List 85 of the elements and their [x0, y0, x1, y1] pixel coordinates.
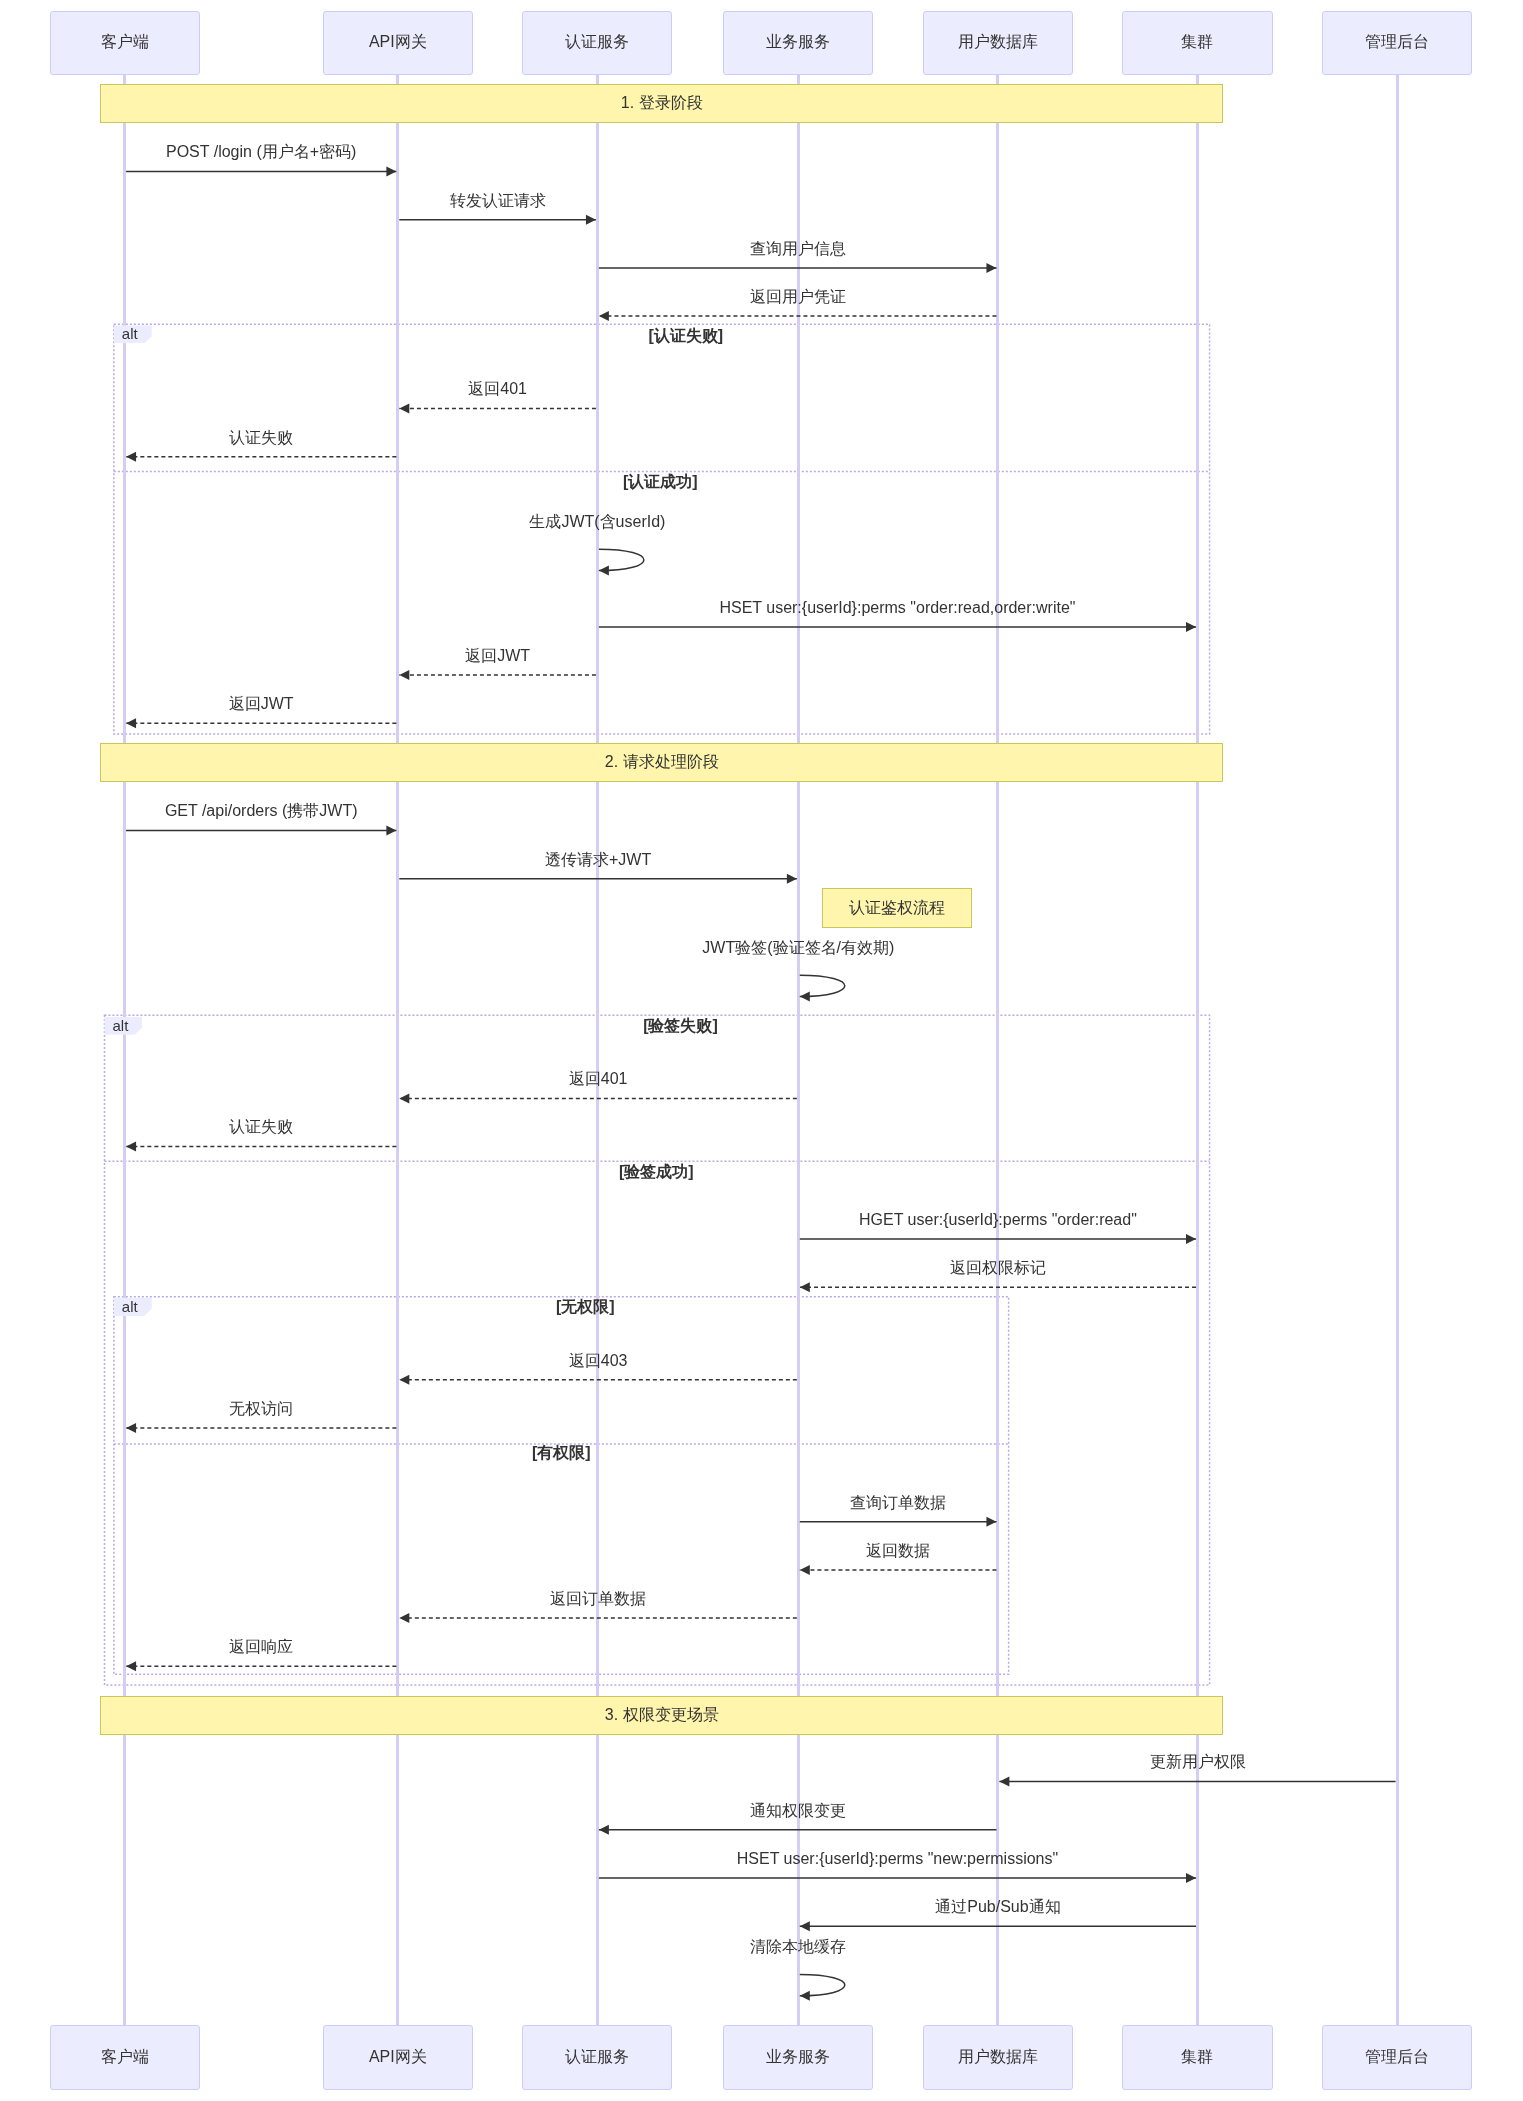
message-arrow — [598, 262, 998, 273]
participant-box: 认证服务 — [522, 10, 673, 75]
message-label: 返回数据 — [866, 1541, 931, 1560]
message-label: 更新用户权限 — [1149, 1753, 1246, 1772]
return-arrow — [598, 311, 998, 322]
message-label: POST /login (用户名+密码) — [166, 143, 357, 162]
message-arrow — [799, 1234, 1197, 1245]
message-label: 返回用户凭证 — [749, 288, 846, 306]
message-label: 返回401 — [468, 380, 527, 399]
message-label: 生成JWT(含userId) — [529, 513, 666, 531]
message-label: 返回响应 — [229, 1638, 294, 1657]
return-arrow — [398, 1374, 798, 1385]
participant-box: API网关 — [322, 2025, 473, 2090]
return-arrow — [398, 1613, 798, 1624]
lifeline — [396, 75, 400, 2026]
participant-box: 管理后台 — [1322, 2025, 1473, 2090]
participant-box: 管理后台 — [1322, 10, 1473, 75]
condition-label: [认证失败] — [648, 326, 724, 345]
message-arrow — [125, 166, 398, 177]
message-arrow — [598, 1872, 1197, 1883]
return-arrow — [125, 1422, 398, 1433]
frame-tag: alt — [113, 1297, 152, 1316]
message-arrow — [598, 1824, 998, 1835]
message-label: 返回403 — [568, 1351, 628, 1370]
participant-box: 用户数据库 — [922, 2025, 1073, 2090]
message-label: GET /api/orders (携带JWT) — [164, 802, 358, 821]
frame-tag: alt — [104, 1016, 143, 1035]
message-label: 返回权限标记 — [949, 1259, 1046, 1278]
message-label: 无权访问 — [229, 1399, 294, 1418]
participant-box: 认证服务 — [522, 2025, 673, 2090]
return-arrow — [125, 1661, 398, 1672]
message-label: 清除本地缓存 — [750, 1938, 847, 1957]
message-arrow — [799, 1516, 998, 1527]
participant-box: API网关 — [322, 10, 473, 75]
return-arrow — [398, 670, 597, 681]
return-arrow — [398, 1093, 798, 1104]
frame-tag: alt — [113, 325, 152, 344]
participant-box: 集群 — [1122, 10, 1273, 75]
participant-box: 客户端 — [49, 2025, 200, 2090]
message-label: 返回401 — [568, 1070, 628, 1089]
message-label: 转发认证请求 — [449, 191, 546, 210]
message-label: 通过Pub/Sub通知 — [935, 1898, 1061, 1917]
lifeline — [1395, 75, 1399, 2026]
phase-band: 3. 权限变更场景 — [100, 1695, 1223, 1735]
return-arrow — [125, 451, 398, 462]
lifeline — [1196, 75, 1199, 2026]
message-label: HGET user:{userId}:perms "order:read" — [859, 1210, 1137, 1229]
message-label: 返回JWT — [228, 695, 294, 714]
self-message-arrow — [799, 974, 846, 1002]
message-label: JWT验签(验证签名/有效期) — [702, 938, 895, 957]
message-arrow — [398, 873, 798, 884]
participant-box: 集群 — [1122, 2025, 1273, 2090]
message-arrow — [799, 1921, 1197, 1932]
participant-box: 业务服务 — [723, 10, 874, 75]
participant-box: 业务服务 — [723, 2025, 874, 2090]
message-label: 认证失败 — [229, 428, 294, 447]
message-label: 返回JWT — [465, 646, 531, 665]
message-arrow — [398, 214, 597, 225]
participant-box: 用户数据库 — [922, 10, 1073, 75]
message-arrow — [998, 1776, 1397, 1787]
message-arrow — [598, 621, 1197, 632]
message-label: 认证失败 — [229, 1118, 294, 1137]
message-label: 返回订单数据 — [550, 1589, 647, 1608]
phase-band: 1. 登录阶段 — [100, 84, 1223, 124]
message-label: 查询订单数据 — [850, 1493, 947, 1512]
condition-label: [验签失败] — [643, 1016, 718, 1035]
return-arrow — [799, 1564, 998, 1575]
self-message-arrow — [799, 1973, 846, 2001]
message-arrow — [125, 825, 398, 836]
message-label: 查询用户信息 — [749, 239, 846, 258]
return-arrow — [125, 718, 398, 729]
note-box: 认证鉴权流程 — [822, 888, 973, 929]
message-label: 通知权限变更 — [749, 1801, 846, 1820]
return-arrow — [398, 403, 597, 414]
condition-label: [无权限] — [556, 1297, 615, 1316]
condition-label: [验签成功] — [619, 1162, 694, 1181]
condition-label: [认证成功] — [623, 472, 698, 491]
return-arrow — [799, 1282, 1197, 1293]
message-label: 透传请求+JWT — [544, 850, 652, 869]
return-arrow — [125, 1141, 398, 1152]
phase-band: 2. 请求处理阶段 — [100, 743, 1223, 783]
self-message-arrow — [598, 548, 645, 576]
participant-box: 客户端 — [49, 10, 200, 75]
message-label: HSET user:{userId}:perms "new:permissions" — [736, 1849, 1059, 1868]
message-label: HSET user:{userId}:perms "order:read,order:write" — [719, 598, 1076, 617]
